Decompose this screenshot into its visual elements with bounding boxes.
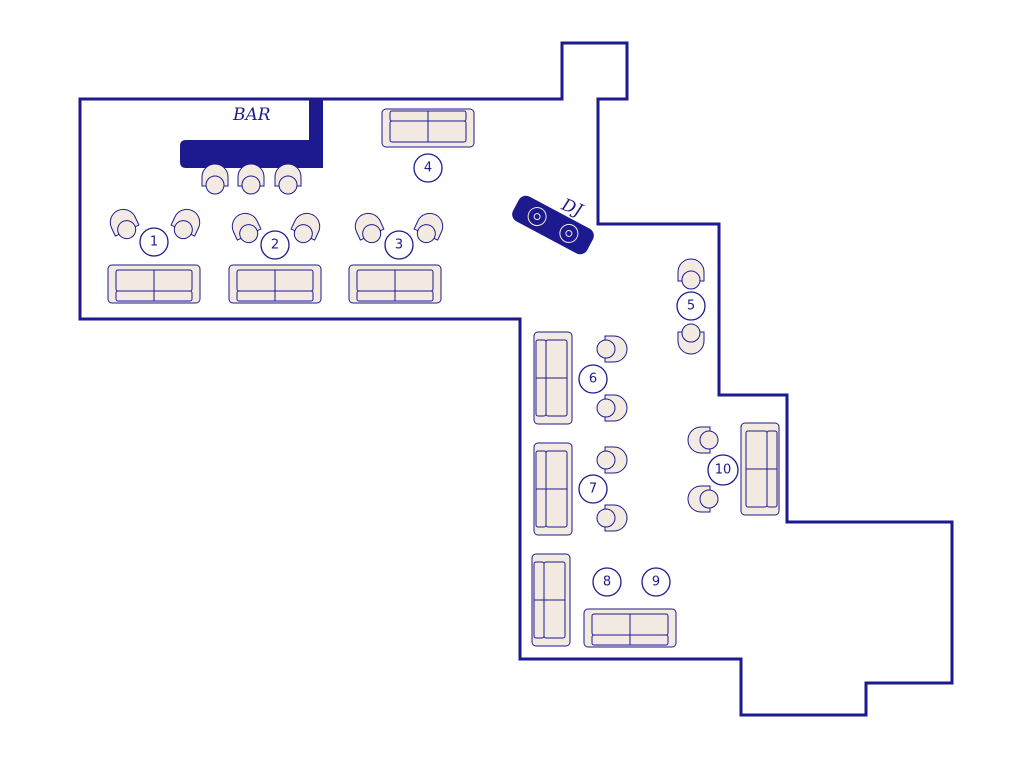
sofa [531, 553, 571, 647]
armchair [677, 258, 705, 290]
bar-stool [201, 163, 229, 195]
sofa [583, 608, 677, 648]
table-badge: 7 [578, 474, 608, 504]
armchair [596, 446, 628, 474]
armchair [677, 323, 705, 355]
table-badge: 1 [139, 227, 169, 257]
svg-text:2: 2 [271, 238, 279, 253]
svg-text:6: 6 [589, 372, 597, 387]
table-badge: 2 [260, 230, 290, 260]
sofa [740, 422, 780, 516]
svg-text:4: 4 [424, 161, 432, 176]
armchair [596, 504, 628, 532]
armchair [287, 208, 325, 248]
armchair [105, 204, 143, 244]
armchair [687, 426, 719, 454]
bar-stool [237, 163, 265, 195]
sofa [107, 264, 201, 304]
floor-outline [78, 41, 954, 717]
sofa [381, 108, 475, 148]
table-badge: 5 [676, 291, 706, 321]
turntable-icon [527, 207, 547, 227]
bar-label: BAR [232, 105, 271, 125]
armchair [687, 485, 719, 513]
svg-text:7: 7 [589, 482, 597, 497]
table-badge: 10 [707, 454, 739, 486]
armchair [596, 394, 628, 422]
bar-counter [180, 99, 323, 168]
table-badge: 9 [641, 567, 671, 597]
sofa [228, 264, 322, 304]
svg-text:5: 5 [687, 299, 695, 314]
armchair [350, 208, 388, 248]
armchair [227, 208, 265, 248]
bar-stool [274, 163, 302, 195]
svg-text:9: 9 [652, 575, 660, 590]
table-badge: 6 [578, 364, 608, 394]
svg-text:8: 8 [603, 575, 611, 590]
table-badge: 3 [384, 230, 414, 260]
sofa [533, 442, 573, 536]
svg-text:10: 10 [715, 463, 732, 478]
armchair [410, 208, 448, 248]
svg-text:1: 1 [150, 235, 158, 250]
svg-text:3: 3 [395, 238, 403, 253]
table-badge: 8 [592, 567, 622, 597]
table-badge: 4 [413, 153, 443, 183]
armchair [596, 335, 628, 363]
turntable-icon [559, 223, 579, 243]
sofa [348, 264, 442, 304]
sofa [533, 331, 573, 425]
armchair [167, 204, 205, 244]
dj-booth [512, 195, 594, 255]
